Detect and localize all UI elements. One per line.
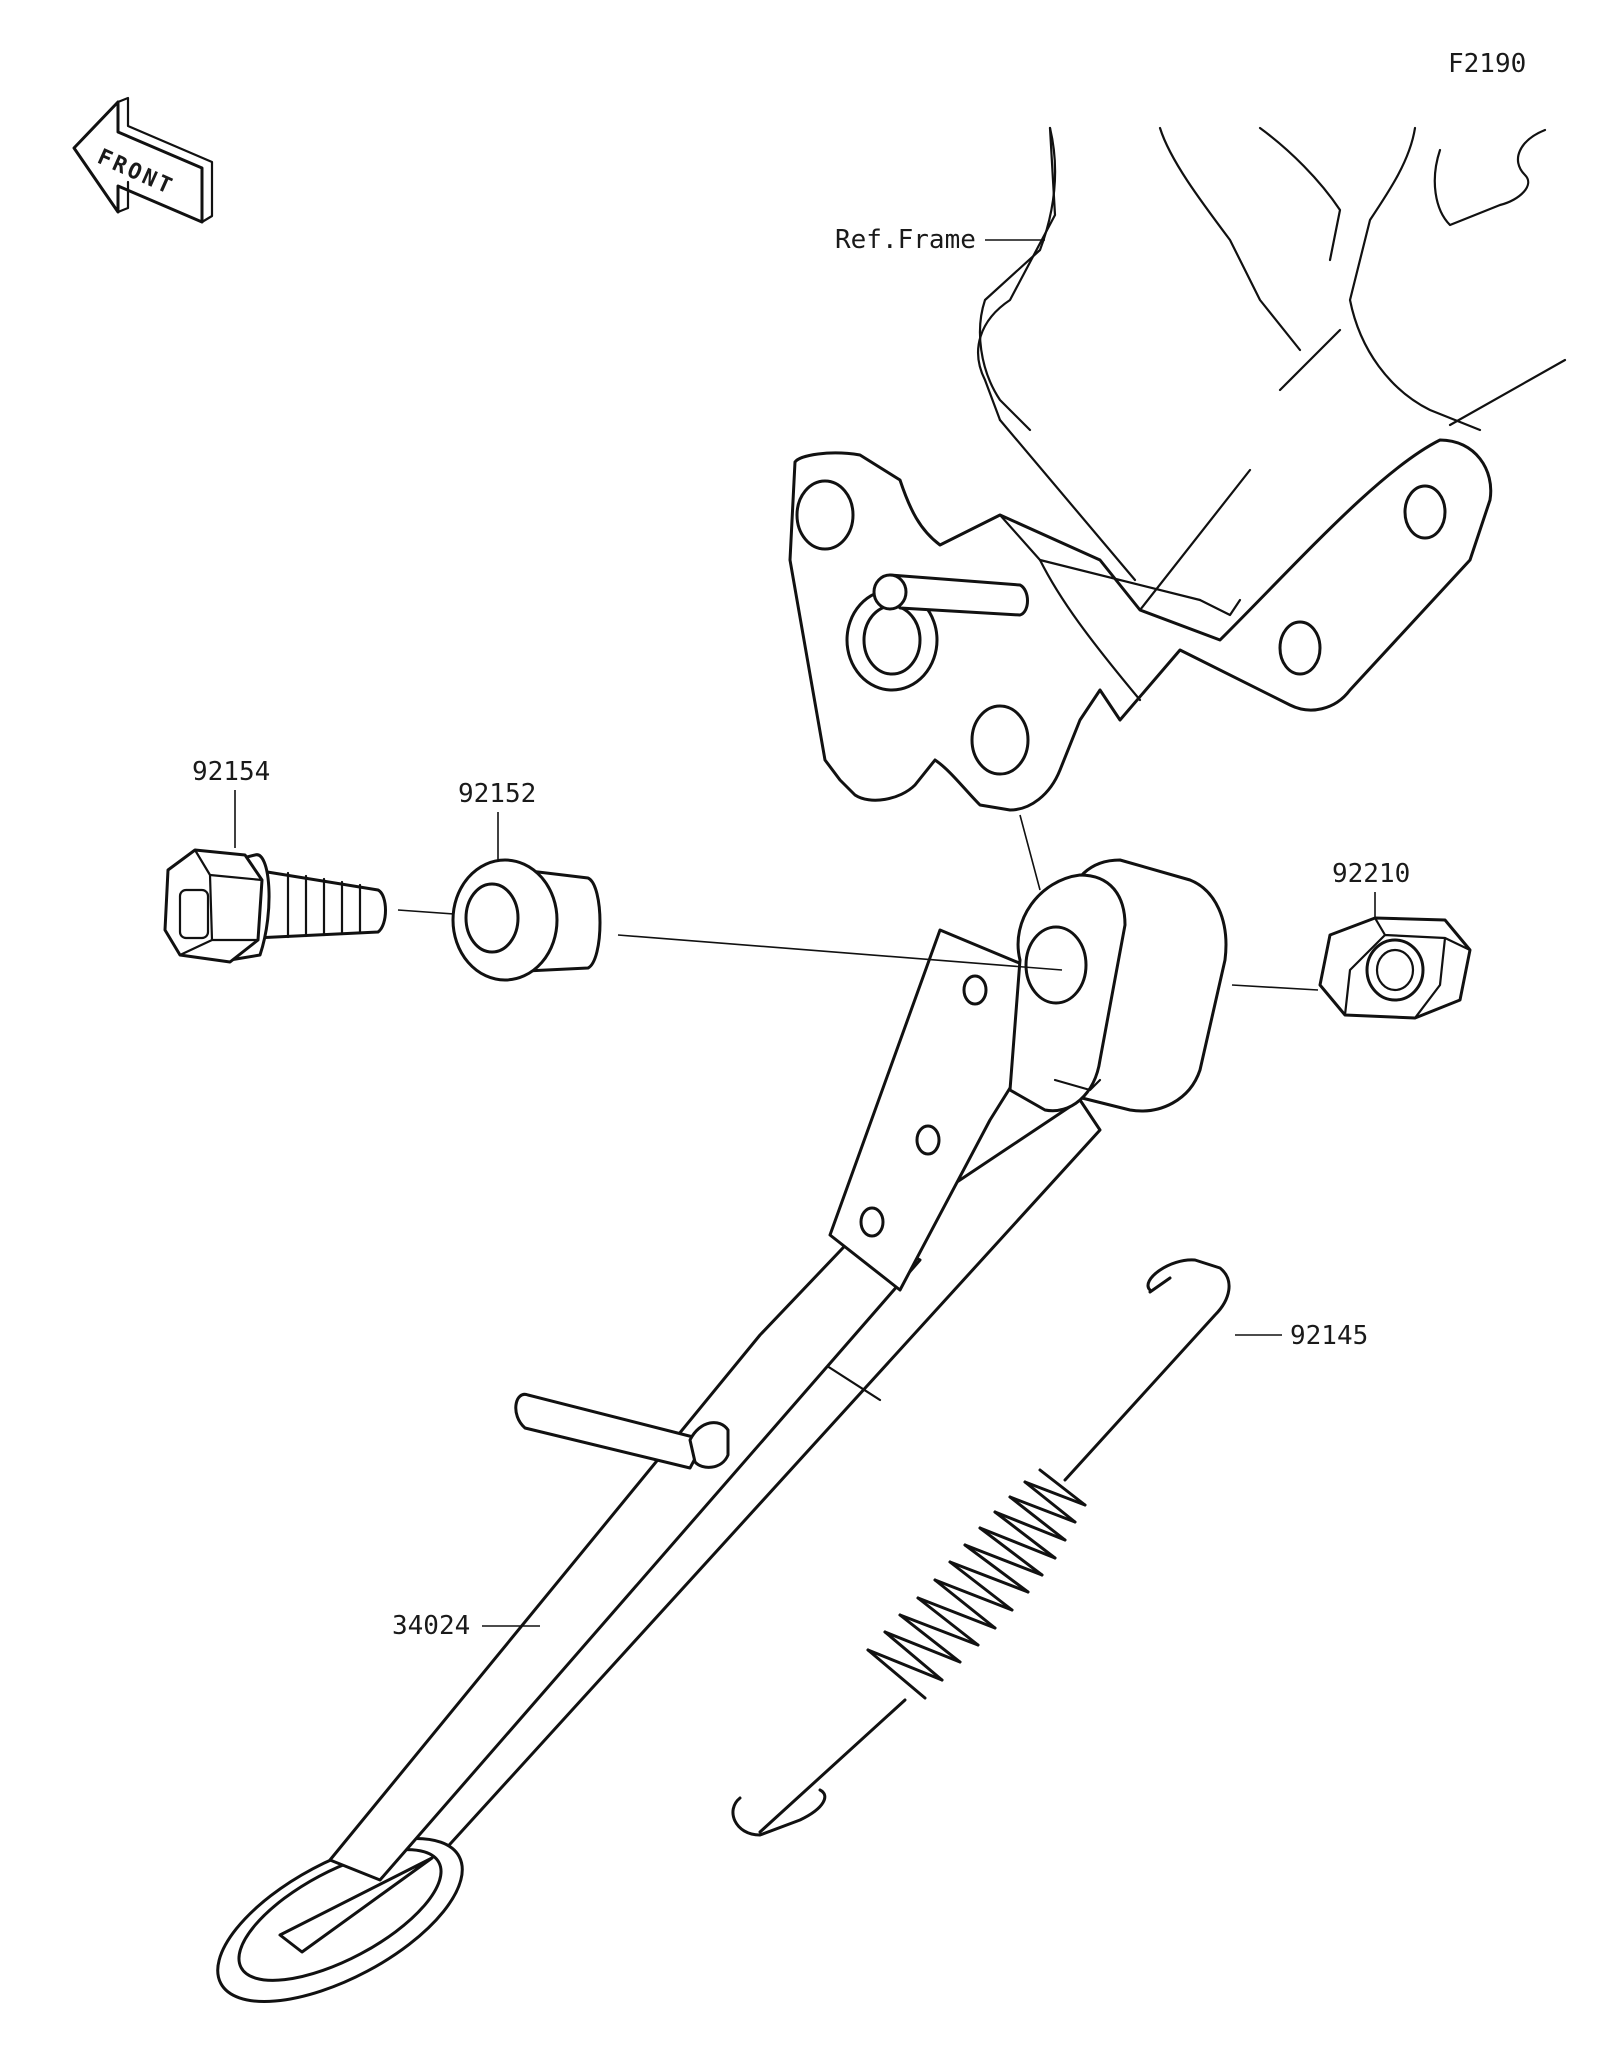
frame-label: Ref.Frame xyxy=(835,225,976,255)
collar xyxy=(451,858,602,982)
nut xyxy=(1318,916,1472,1020)
front-arrow-icon: FRONT xyxy=(72,96,214,224)
spring-coils xyxy=(866,1468,1087,1700)
bolt xyxy=(163,848,387,964)
collar-axis-line xyxy=(617,934,1063,971)
nut-part-number: 92210 xyxy=(1332,859,1410,889)
frame xyxy=(788,126,1567,812)
spring-part-number: 92145 xyxy=(1290,1321,1368,1351)
collar-part-number: 92152 xyxy=(458,779,536,809)
bolt-part-number: 92154 xyxy=(192,757,270,787)
side-stand xyxy=(216,858,1228,2003)
spring xyxy=(731,1258,1231,1837)
nut-axis-line xyxy=(1231,984,1319,991)
figure-code: F2190 xyxy=(1448,49,1526,79)
stand-part-number: 34024 xyxy=(392,1611,470,1641)
pivot-leader xyxy=(1019,814,1041,891)
